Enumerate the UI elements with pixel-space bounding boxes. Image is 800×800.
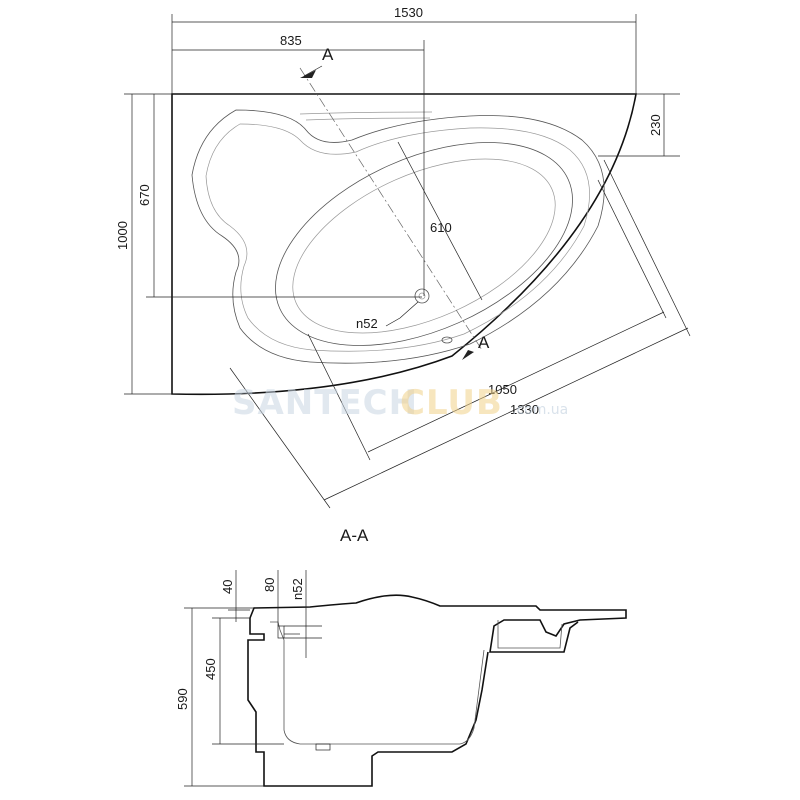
dim-partial-width: 835	[280, 33, 302, 48]
dim-total-height: 590	[175, 688, 190, 710]
seat-lobe-inner	[205, 123, 590, 352]
section-drain	[315, 743, 331, 751]
watermark-domain: .com.ua	[512, 402, 568, 418]
dim-diagonal-length: 1330	[510, 402, 539, 417]
dim-inner-length: 1050	[488, 382, 517, 397]
dim-corner-offset: 230	[648, 114, 663, 136]
dim-inner-depth: 610	[430, 220, 452, 235]
section-line	[299, 67, 483, 351]
dim-610-line	[397, 141, 483, 301]
dim-overflow-diameter: n52	[290, 578, 305, 600]
dim-1330-line	[323, 327, 689, 501]
dim-1330-ext-right	[603, 159, 691, 337]
dim-inner-height: 450	[203, 658, 218, 680]
drain-hole-center	[418, 292, 426, 300]
dim-overflow-offset: 80	[262, 578, 277, 592]
section-title: A-A	[340, 526, 369, 545]
rim-ridge-2	[305, 117, 431, 121]
section-view: 40 80 n52 450 590	[175, 570, 627, 787]
dim-1050-line	[367, 311, 665, 453]
rim-ridge	[299, 111, 433, 115]
tub-outline	[171, 93, 637, 396]
dim-partial-depth: 670	[137, 184, 152, 206]
drain-hole	[414, 288, 430, 304]
dim-total-width: 1530	[394, 5, 423, 20]
section-marker-top: A	[322, 45, 334, 64]
overflow-hole	[441, 336, 453, 344]
basin-inner	[292, 158, 556, 334]
drain-leader	[385, 301, 419, 327]
basin-outer	[275, 142, 573, 346]
section-shelf	[497, 620, 563, 649]
dim-total-depth: 1000	[115, 221, 130, 250]
seat-lobe	[191, 109, 605, 364]
dim-1050-ext-left	[307, 333, 371, 461]
section-marker-bottom: A	[478, 333, 490, 352]
dim-1050-ext-right	[597, 179, 667, 319]
watermark-brand-right: CLUB	[400, 383, 503, 423]
dim-1330-ext-left	[229, 367, 331, 509]
plan-view: A A 1530 835 230 1000 670 610 n52	[115, 5, 691, 509]
section-arrow-bottom	[462, 350, 474, 360]
watermark: SANTECH CLUB .com.ua	[232, 383, 568, 423]
section-overflow	[277, 625, 285, 639]
dim-rim-thickness: 40	[220, 580, 235, 594]
watermark-brand-left: SANTECH	[232, 383, 418, 423]
section-inner-shell	[270, 621, 485, 745]
section-arrow-top-shaft	[303, 65, 323, 77]
section-rim	[249, 594, 627, 653]
dim-drain-diameter: n52	[356, 316, 378, 331]
